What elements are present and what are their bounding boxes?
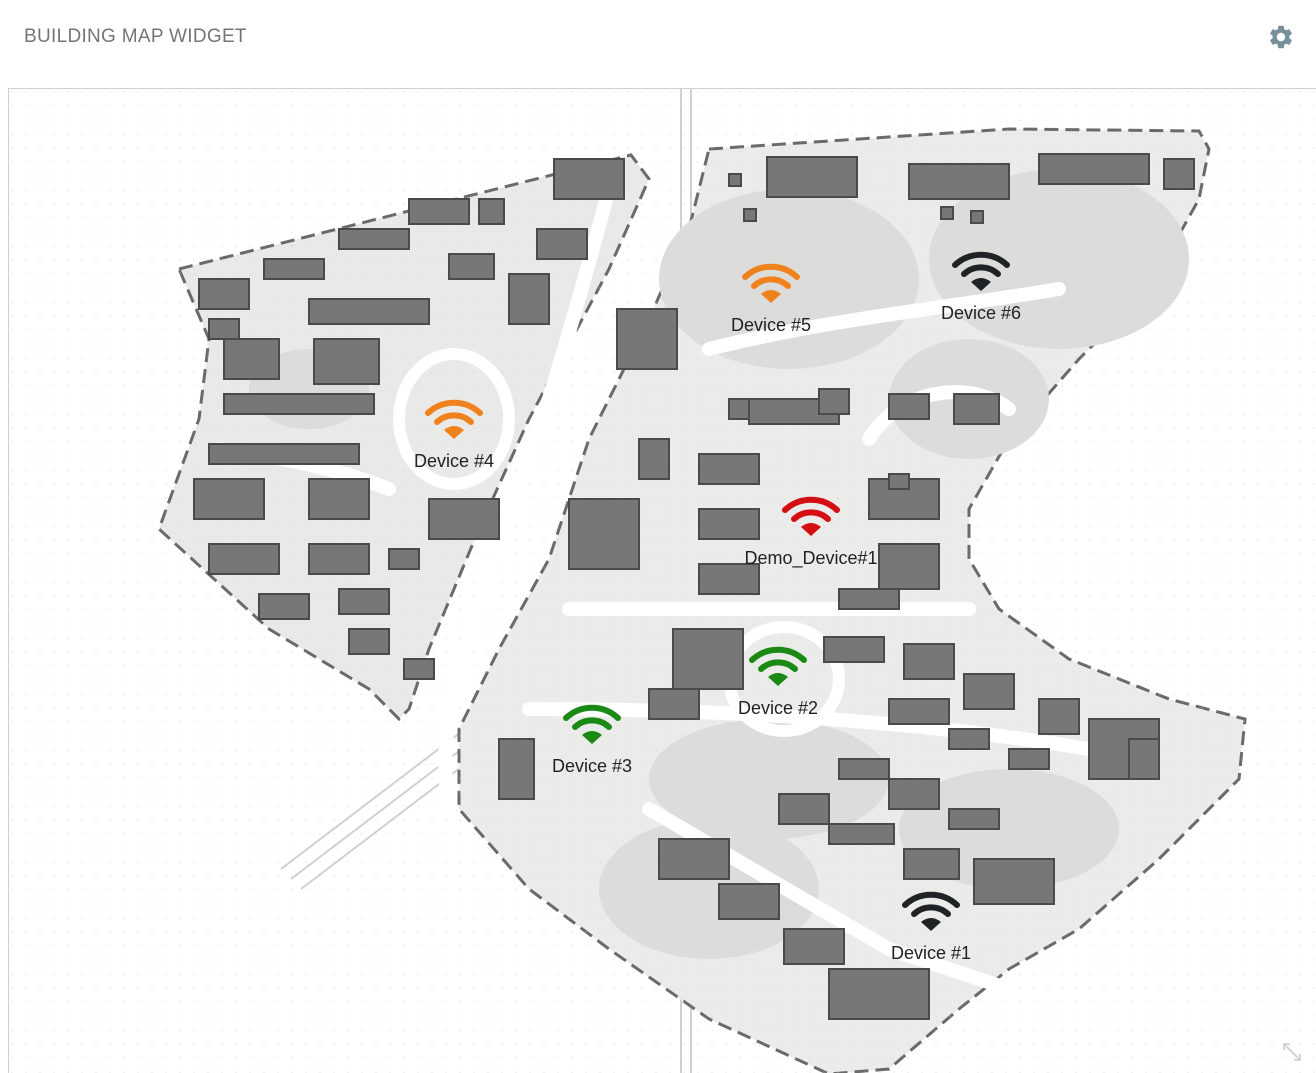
device-marker-4[interactable]: Device #4 [364, 397, 544, 472]
wifi-arc-outer [749, 646, 807, 663]
device-marker-1[interactable]: Device #1 [841, 889, 1021, 964]
wifi-dot [582, 731, 602, 744]
device-label: Demo_Device#1 [744, 548, 878, 568]
wifi-arc-middle [791, 509, 831, 522]
wifi-icon [425, 399, 483, 439]
resize-handle-icon[interactable] [1280, 1040, 1304, 1064]
device-marker-2[interactable]: Device #2 [688, 644, 868, 719]
device-marker-5[interactable]: Device #5 [681, 261, 861, 336]
device-label: Device #5 [730, 315, 812, 335]
wifi-dot [921, 918, 941, 931]
device-marker-6[interactable]: Device #6 [891, 249, 1071, 324]
wifi-arc-outer [425, 399, 483, 416]
buildings [193, 153, 1195, 1020]
wifi-icon [742, 263, 800, 303]
wifi-arc-outer [563, 704, 621, 721]
wifi-icon [563, 704, 621, 744]
wifi-icon [952, 251, 1010, 291]
wifi-arc-middle [751, 276, 791, 289]
widget-header: BUILDING MAP WIDGET [0, 0, 1316, 72]
wifi-arc-outer [782, 496, 840, 513]
map-container[interactable]: Device #5 Device #6 Device #4 [8, 88, 1316, 1073]
gear-icon[interactable] [1267, 23, 1295, 51]
device-label: Device #1 [890, 943, 972, 963]
wifi-arc-middle [572, 717, 612, 730]
wifi-icon [782, 496, 840, 536]
device-label: Device #3 [551, 756, 633, 776]
widget-title: BUILDING MAP WIDGET [24, 26, 247, 47]
wifi-arc-outer [952, 251, 1010, 268]
wifi-arc-outer [902, 891, 960, 908]
campus-map [9, 89, 1316, 1073]
wifi-icon [902, 891, 960, 931]
wifi-dot [761, 290, 781, 303]
device-marker-3[interactable]: Device #3 [502, 702, 682, 777]
wifi-arc-middle [911, 904, 951, 917]
wifi-arc-middle [434, 412, 474, 425]
wifi-dot [444, 426, 464, 439]
wifi-dot [971, 278, 991, 291]
wifi-arc-outer [742, 263, 800, 280]
wifi-arc-middle [961, 264, 1001, 277]
device-label: Device #4 [413, 451, 495, 471]
wifi-dot [801, 523, 821, 536]
device-marker-demo-1[interactable]: Demo_Device#1 [721, 494, 901, 569]
device-label: Device #6 [940, 303, 1022, 323]
device-label: Device #2 [737, 698, 819, 718]
wifi-dot [768, 673, 788, 686]
wifi-icon [749, 646, 807, 686]
wifi-arc-middle [758, 659, 798, 672]
